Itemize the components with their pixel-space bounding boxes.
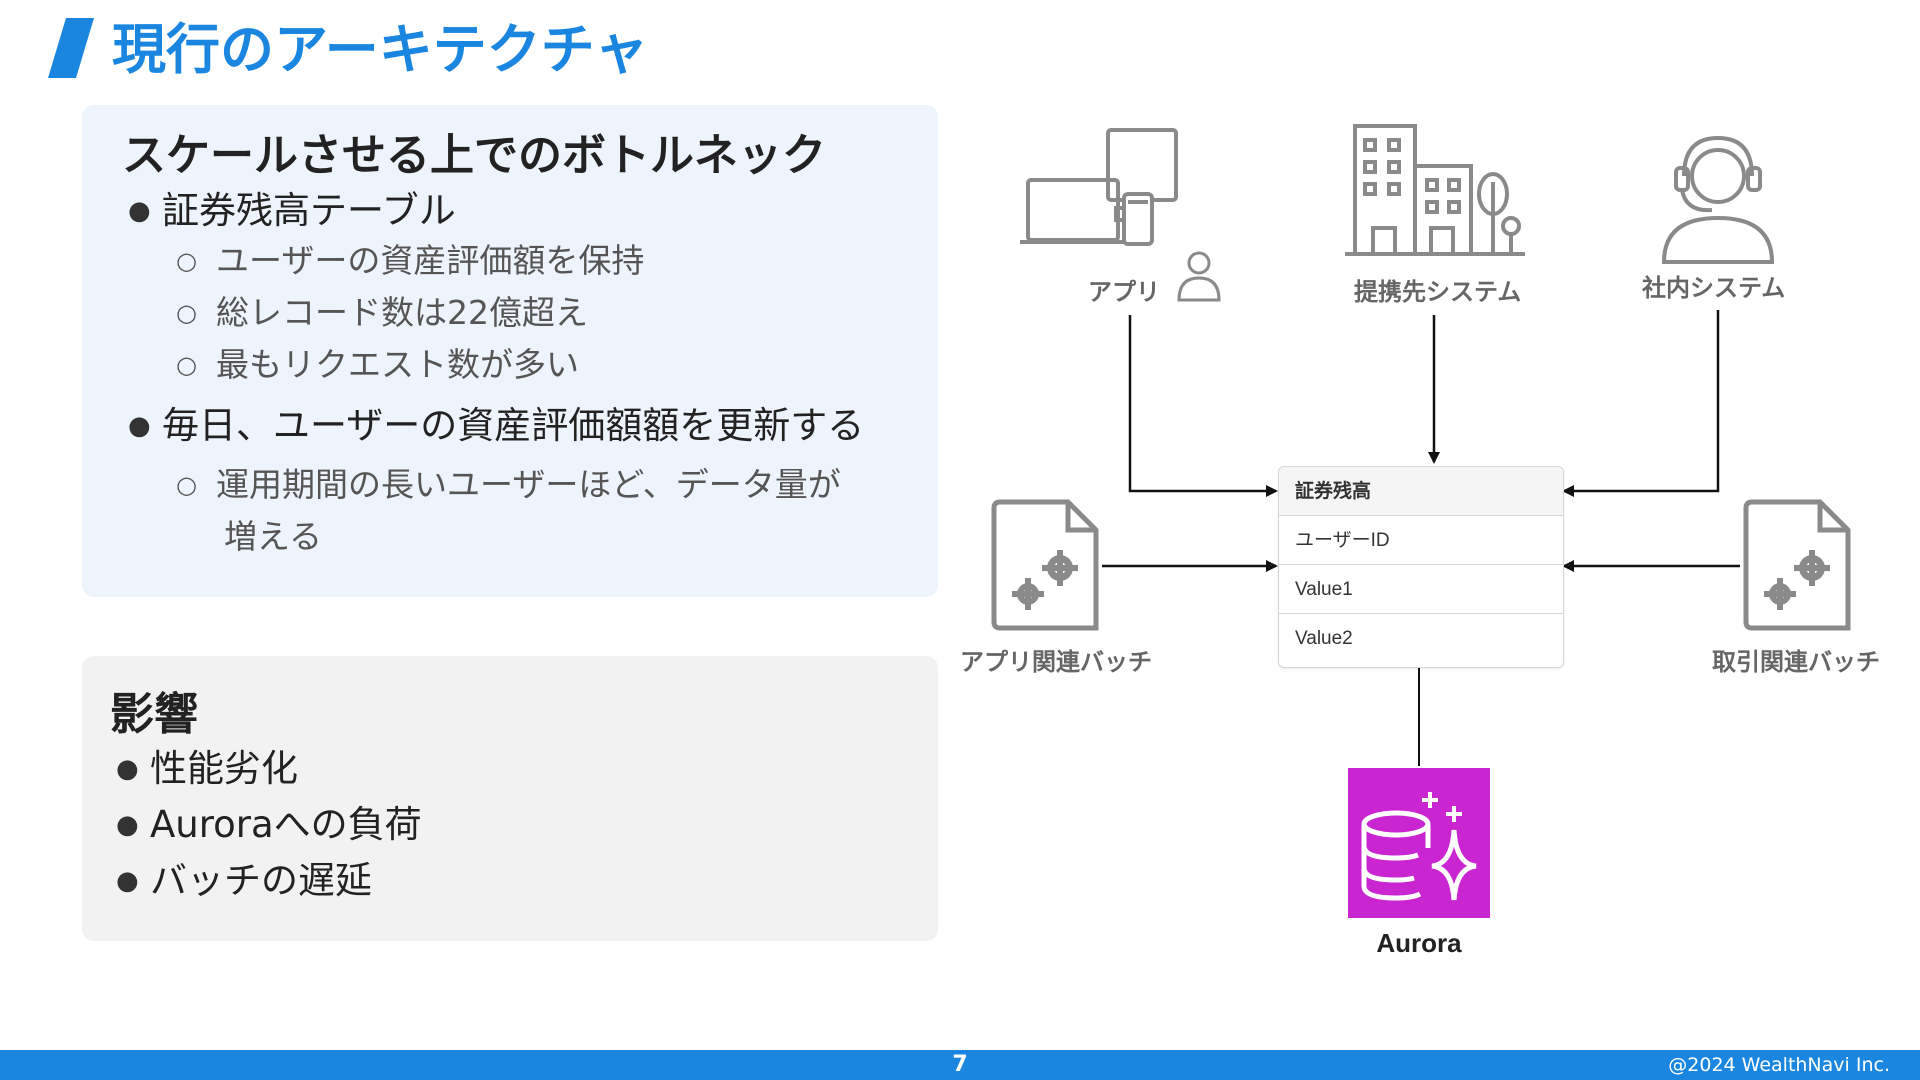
table-column: Value1 bbox=[1279, 565, 1563, 614]
app-devices-icon bbox=[1020, 128, 1178, 246]
bullet-item: ●毎日、ユーザーの資産評価額額を更新する bbox=[128, 404, 865, 447]
sub-bullet-continuation: 増える bbox=[224, 517, 323, 556]
bullet-dot-icon: ● bbox=[128, 411, 151, 441]
user-icon bbox=[1177, 251, 1221, 302]
sub-bullet-item: ○総レコード数は22億超え bbox=[176, 288, 588, 338]
bullet-item: ●性能劣化 bbox=[116, 747, 298, 790]
bullet-dot-icon: ● bbox=[116, 866, 139, 896]
table-column: Value2 bbox=[1295, 628, 1353, 649]
slide-title: 現行のアーキテクチャ bbox=[112, 18, 649, 81]
copyright-text: @2024 WealthNavi Inc. bbox=[1668, 1054, 1890, 1076]
table-name: 証券残高 bbox=[1279, 467, 1563, 516]
sub-bullet-circle-icon: ○ bbox=[176, 471, 197, 499]
sub-bullet-circle-icon: ○ bbox=[176, 299, 197, 327]
bottleneck-heading: スケールさせる上でのボトルネック bbox=[122, 130, 826, 181]
page-number: 7 bbox=[952, 1052, 968, 1077]
diagram-connectors bbox=[1102, 310, 1740, 766]
node-label-trade-batch: 取引関連バッチ bbox=[1712, 648, 1880, 676]
node-label-partner-system: 提携先システム bbox=[1354, 278, 1522, 306]
sub-bullet-circle-icon: ○ bbox=[176, 351, 197, 379]
title-accent-bar bbox=[48, 18, 94, 78]
operator-headset-icon bbox=[1661, 135, 1775, 264]
bullet-item: ●証券残高テーブル bbox=[128, 189, 456, 232]
batch-document-icon bbox=[991, 499, 1099, 631]
bullet-dot-icon: ● bbox=[116, 754, 139, 784]
architecture-diagram: アプリ 提携先システム 社内シス bbox=[950, 110, 1890, 970]
bottleneck-panel: スケールさせる上でのボトルネック ●証券残高テーブル ○ユーザーの資産評価額を保… bbox=[82, 105, 938, 597]
node-label-aurora: Aurora bbox=[1376, 928, 1462, 958]
securities-balance-table: 証券残高 ユーザーID Value1 Value2 bbox=[1278, 466, 1564, 668]
node-label-app-batch: アプリ関連バッチ bbox=[960, 648, 1152, 676]
bullet-dot-icon: ● bbox=[116, 810, 139, 840]
batch-document-icon bbox=[1743, 499, 1851, 631]
impact-panel: 影響 ●性能劣化 ●Auroraへの負荷 ●バッチの遅延 bbox=[82, 656, 938, 941]
bullet-item: ●バッチの遅延 bbox=[116, 859, 372, 902]
node-label-internal-system: 社内システム bbox=[1642, 274, 1786, 302]
sub-bullet-item: ○運用期間の長いユーザーほど、データ量が bbox=[176, 460, 841, 510]
aurora-database-icon bbox=[1348, 768, 1490, 918]
table-column: ユーザーID bbox=[1279, 516, 1563, 565]
sub-bullet-item: ○最もリクエスト数が多い bbox=[176, 340, 579, 390]
building-icon bbox=[1345, 124, 1525, 256]
impact-heading: 影響 bbox=[110, 689, 198, 740]
footer-bar: 7 @2024 WealthNavi Inc. bbox=[0, 1050, 1920, 1080]
sub-bullet-item: ○ユーザーの資産評価額を保持 bbox=[176, 236, 644, 286]
arrow-app-to-table bbox=[1128, 315, 1278, 497]
node-label-app: アプリ bbox=[1088, 278, 1160, 306]
arrow-internal-to-table bbox=[1562, 310, 1720, 497]
bullet-item: ●Auroraへの負荷 bbox=[116, 803, 422, 846]
sub-bullet-circle-icon: ○ bbox=[176, 247, 197, 275]
bullet-dot-icon: ● bbox=[128, 196, 151, 226]
